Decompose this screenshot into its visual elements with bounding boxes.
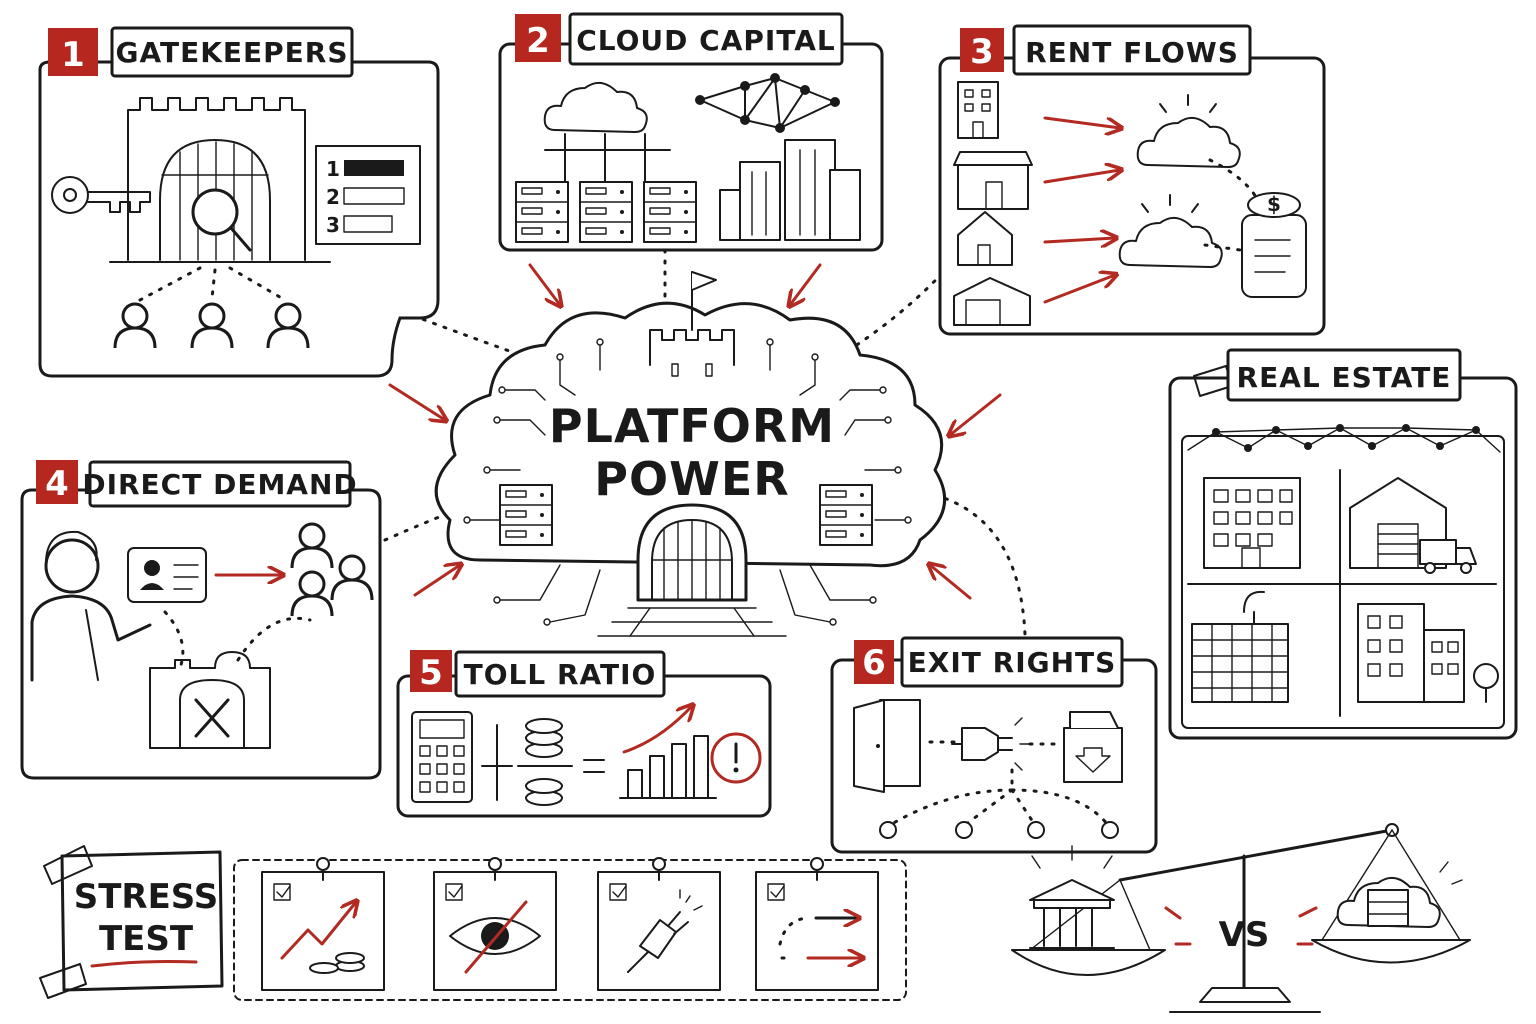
panel-title-real-estate: REAL ESTATE xyxy=(1237,361,1452,394)
rank-2: 2 xyxy=(326,185,340,209)
panel-title-toll-ratio: TOLL RATIO xyxy=(464,658,657,691)
panel-rent-flows: $ 3 RENT FLOWS xyxy=(938,24,1326,336)
panel-title-exit-rights: EXIT RIGHTS xyxy=(908,646,1117,679)
panel-title-gatekeepers: GATEKEEPERS xyxy=(115,36,348,69)
panel-number: 4 xyxy=(45,464,69,504)
balance-scale: VS xyxy=(1011,823,1471,1013)
panel-title-direct-demand: DIRECT DEMAND xyxy=(82,468,357,501)
rank-3: 3 xyxy=(326,213,340,237)
stress-test-section: STRESS TEST xyxy=(39,845,907,1001)
panel-real-estate: REAL ESTATE xyxy=(1168,348,1518,740)
panel-title-rent-flows: RENT FLOWS xyxy=(1025,36,1239,69)
hub-cloud: PLATFORM POWER xyxy=(434,271,947,637)
stress-card-exit-path xyxy=(755,857,879,991)
panel-toll-ratio: 5 TOLL RATIO xyxy=(396,650,772,818)
panel-number: 5 xyxy=(419,653,443,693)
panel-number: 1 xyxy=(61,35,85,75)
panel-number: 6 xyxy=(862,643,886,683)
vs-label: VS xyxy=(1219,915,1270,955)
panel-exit-rights: 6 EXIT RIGHTS xyxy=(830,636,1158,854)
stress-test-line2: TEST xyxy=(99,919,194,959)
stress-test-line1: STRESS xyxy=(74,877,219,917)
red-arrows xyxy=(388,263,1002,600)
hub-title-line1: PLATFORM xyxy=(549,399,835,453)
panel-direct-demand: 4 DIRECT DEMAND xyxy=(20,460,382,780)
coin-symbol: $ xyxy=(1267,192,1281,216)
panel-number: 3 xyxy=(970,32,994,72)
panel-number: 2 xyxy=(526,21,550,61)
stress-card-unplug xyxy=(597,857,721,991)
stress-card-growth xyxy=(261,857,385,991)
panel-gatekeepers: 1 2 3 1 GATEKEEPERS xyxy=(38,26,440,378)
hub-title-line2: POWER xyxy=(594,452,789,506)
panel-title-cloud-capital: CLOUD CAPITAL xyxy=(576,24,836,57)
panel-cloud-capital: 2 CLOUD CAPITAL xyxy=(498,12,884,252)
stress-card-visibility xyxy=(433,857,557,991)
rank-1: 1 xyxy=(326,157,340,181)
